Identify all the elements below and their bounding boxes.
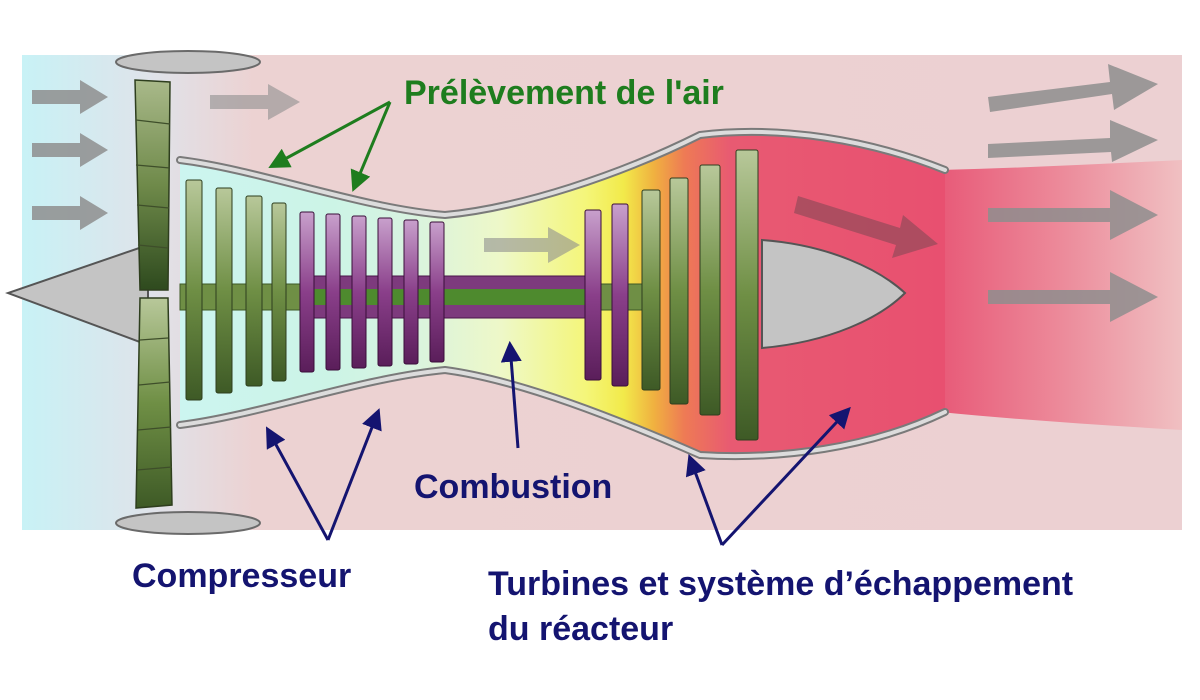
label-pointer-arrow	[350, 101, 392, 192]
airflow-arrow	[988, 190, 1158, 240]
fan-blades	[134, 79, 173, 509]
label-pointer-arrow	[268, 100, 391, 169]
airflow-arrow	[210, 84, 300, 120]
combustion-label: Combustion	[414, 468, 612, 506]
low-pressure-turbine	[641, 149, 759, 441]
casing-bottom-fill	[178, 367, 947, 459]
airflow-arrow	[32, 196, 108, 230]
airflow-arrow	[794, 196, 938, 258]
airflow-arrow	[988, 64, 1158, 112]
label-pointer-arrow	[500, 340, 522, 449]
compressor-label: Compresseur	[132, 557, 351, 595]
label-pointers	[265, 100, 851, 547]
spinner-cone	[5, 243, 149, 347]
turbine-label-line2: du réacteur	[488, 610, 673, 648]
turbine-label-line1: Turbines et système d’échappement	[488, 565, 1073, 603]
nacelle-lip-top	[115, 50, 261, 74]
label-pointer-arrow	[265, 426, 330, 541]
exhaust-cone	[761, 238, 907, 350]
label-pointer-arrow	[685, 454, 724, 546]
nacelle-lip-bottom	[115, 511, 261, 535]
high-pressure-compressor	[299, 211, 445, 373]
low-pressure-compressor	[185, 179, 287, 401]
airflow-arrow	[484, 227, 580, 263]
airflow-arrows	[32, 64, 1158, 322]
airflow-arrow	[988, 120, 1158, 162]
airflow-arrow	[988, 272, 1158, 322]
label-pointer-arrow	[720, 406, 851, 547]
high-pressure-turbine	[584, 203, 629, 387]
high-pressure-shaft-core	[300, 289, 600, 305]
airflow-arrow	[32, 133, 108, 167]
air-intake-label: Prélèvement de l'air	[404, 74, 724, 112]
airflow-arrow	[32, 80, 108, 114]
label-pointer-arrow	[326, 408, 382, 541]
casing-top-fill	[178, 129, 947, 218]
